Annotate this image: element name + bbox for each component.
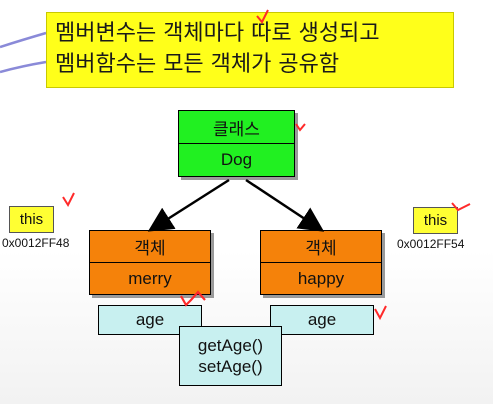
check-mark-4 — [451, 202, 471, 212]
happy-age-field: age — [270, 305, 374, 335]
pen-stroke-2 — [0, 60, 47, 74]
object-happy-name: happy — [297, 268, 345, 288]
check-mark-3 — [62, 192, 75, 208]
check-mark-2 — [295, 123, 306, 132]
note-line-2: 멤버함수는 모든 객체가 공유함 — [55, 52, 340, 77]
class-name-box: Dog — [178, 143, 295, 177]
class-name: Dog — [220, 150, 253, 169]
object-merry-name: merry — [128, 268, 172, 288]
check-mark-6 — [374, 305, 387, 321]
class-label: 클래스 — [213, 119, 260, 139]
note-line-1: 멤버변수는 객체마다 따로 생성되고 — [55, 21, 380, 46]
pen-stroke-1 — [0, 31, 47, 49]
happy-age-label: age — [307, 310, 337, 329]
arrow-to-happy — [245, 178, 325, 232]
object-happy-name-box: happy — [260, 262, 382, 295]
object-merry-label-box: 객체 — [89, 230, 211, 263]
merry-age-label: age — [135, 310, 165, 329]
class-label-box: 클래스 — [178, 110, 295, 144]
object-happy-label: 객체 — [305, 239, 337, 258]
this-left-label: this — [19, 211, 44, 228]
this-left-address: 0x0012FF48 — [2, 236, 70, 250]
arrow-to-merry — [147, 178, 230, 232]
check-mark-5 — [180, 290, 206, 307]
object-merry-name-box: merry — [89, 262, 211, 295]
object-merry-label: 객체 — [134, 239, 166, 258]
check-mark-1 — [256, 9, 269, 24]
method-get-age: getAge() — [197, 336, 264, 355]
this-right-label: this — [423, 212, 448, 229]
note-banner: 멤버변수는 객체마다 따로 생성되고 멤버함수는 모든 객체가 공유함 — [46, 12, 454, 88]
this-right-box: this — [413, 207, 458, 234]
shared-methods-box: getAge() setAge() — [179, 326, 282, 386]
this-left-box: this — [9, 206, 54, 233]
method-set-age: setAge() — [198, 357, 263, 376]
this-right-address: 0x0012FF54 — [397, 237, 465, 251]
